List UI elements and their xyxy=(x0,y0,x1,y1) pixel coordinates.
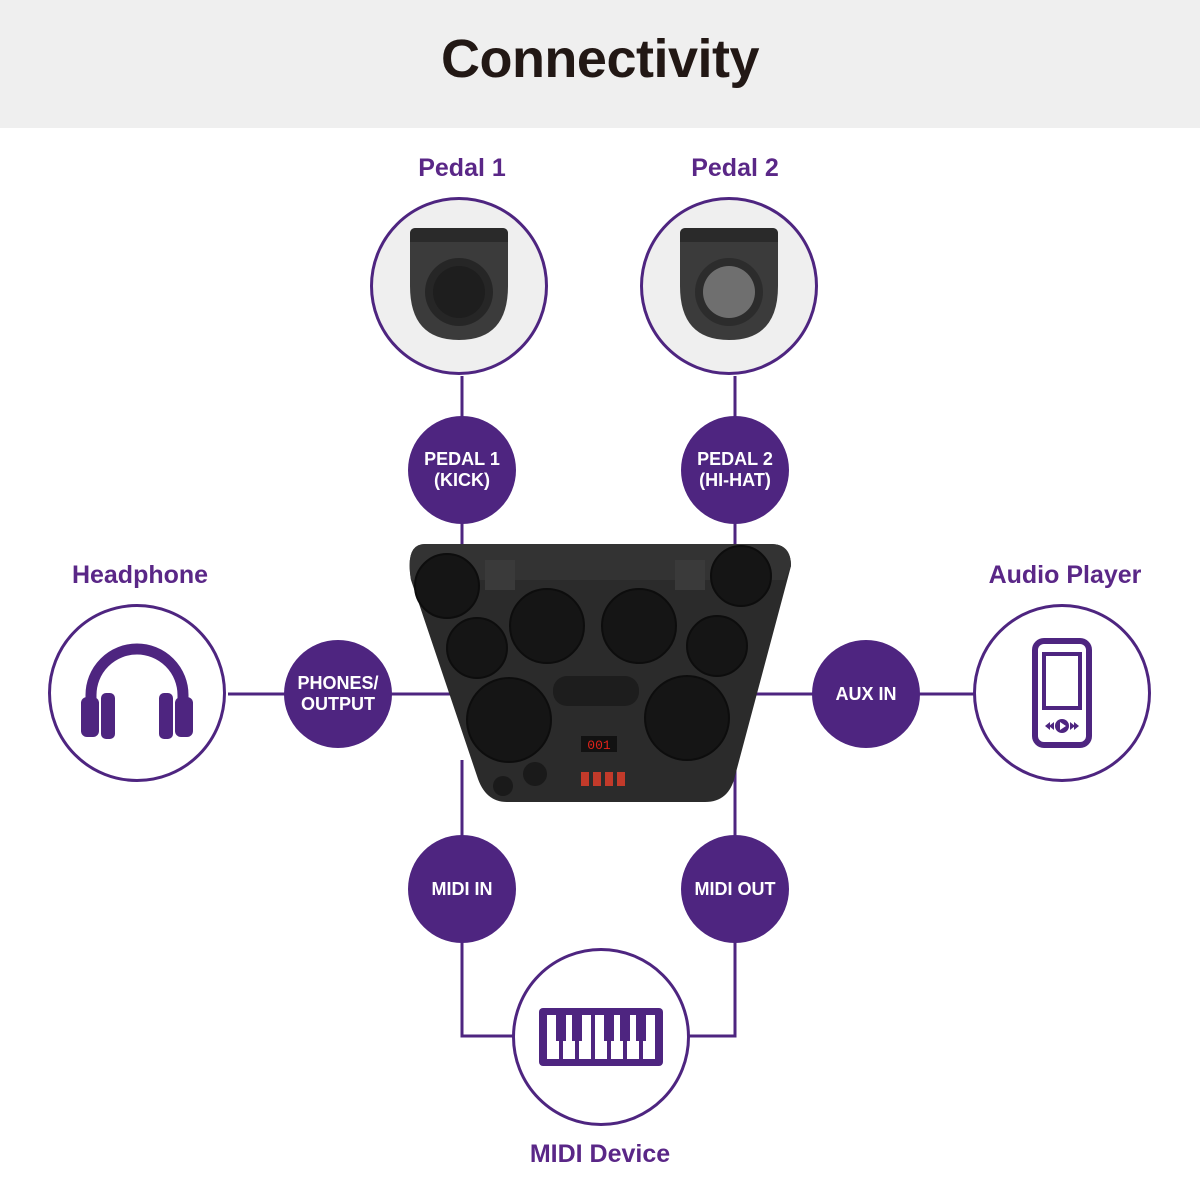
headphone-circle xyxy=(48,604,226,782)
page-title: Connectivity xyxy=(440,29,760,89)
drum-display: 001 xyxy=(587,738,611,753)
midi-device-label: MIDI Device xyxy=(529,1140,671,1168)
port-phones-output: PHONES/ OUTPUT xyxy=(284,640,392,748)
pedal2-label: Pedal 2 xyxy=(691,154,779,182)
port-aux-in: AUX IN xyxy=(812,640,920,748)
pedal1-circle xyxy=(370,197,548,375)
pedal-icon xyxy=(680,228,778,340)
headphone-icon xyxy=(81,643,193,739)
headphone-label: Headphone xyxy=(71,561,209,589)
port-midi-out: MIDI OUT xyxy=(681,835,789,943)
audio-player-icon xyxy=(1032,638,1092,748)
audio-player-circle xyxy=(973,604,1151,782)
midi-device-circle xyxy=(512,948,690,1126)
digital-drum-pad-icon: 001 xyxy=(409,544,791,802)
pedal1-label: Pedal 1 xyxy=(418,154,506,182)
port-midi-in: MIDI IN xyxy=(408,835,516,943)
pedal2-circle xyxy=(640,197,818,375)
audio-player-label: Audio Player xyxy=(988,561,1142,589)
port-pedal2-hihat: PEDAL 2 (HI-HAT) xyxy=(681,416,789,524)
pedal-icon xyxy=(410,228,508,340)
keyboard-icon xyxy=(539,1008,663,1066)
header-bar xyxy=(0,0,1200,128)
port-pedal1-kick: PEDAL 1 (KICK) xyxy=(408,416,516,524)
